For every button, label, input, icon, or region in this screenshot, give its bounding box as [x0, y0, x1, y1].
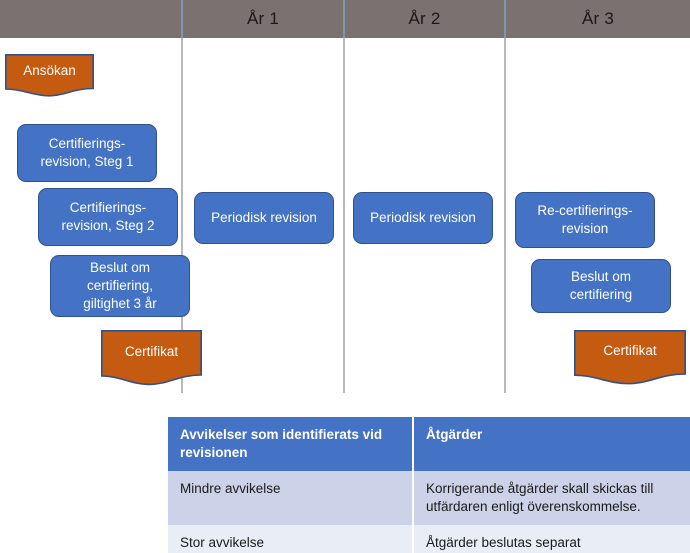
column-rule-2	[343, 38, 345, 393]
table-cell-deviation-major: Stor avvikelse	[166, 524, 414, 553]
step-3-line-2: certifiering,	[86, 278, 153, 294]
step-1-line-1: Certifierings-	[48, 136, 126, 152]
table-header-row: Avvikelser som identifierats vid revisio…	[166, 417, 690, 471]
year-3-audit-line-1: Re-certifierings-	[537, 203, 633, 219]
application-banner: Ansökan	[5, 54, 94, 97]
step-certification-audit-stage-2: Certifierings- revision, Steg 2	[38, 188, 178, 246]
year-3-decision-line-2: certifiering	[569, 287, 633, 302]
year-3-decision-text: Beslut om certifiering	[570, 268, 632, 304]
year-3-certification-decision: Beslut om certifiering	[531, 259, 671, 313]
deviations-table-head: Avvikelser som identifierats vid revisio…	[166, 417, 690, 471]
step-3-line-3: giltighet 3 år	[83, 295, 157, 311]
timeline-header-band	[0, 0, 690, 38]
year-3-audit-text: Re-certifierings- revision	[537, 202, 632, 238]
deviations-table-body: Mindre avvikelse Korrigerande åtgärder s…	[166, 470, 690, 553]
certificate-right-banner: Certifikat	[574, 330, 686, 385]
table-cell-action-minor: Korrigerande åtgärder skall skickas till…	[412, 470, 690, 525]
column-rule-3	[504, 38, 506, 393]
certificate-left-banner: Certifikat	[101, 330, 202, 386]
table-cell-action-major: Åtgärder beslutas separat	[412, 524, 690, 553]
header-col-ar-3: År 3	[582, 9, 614, 28]
step-1-line-2: revision, Steg 1	[40, 154, 134, 169]
column-rule-1	[181, 38, 183, 393]
year-3-audit-line-2: revision	[561, 221, 609, 236]
table-row: Mindre avvikelse Korrigerande åtgärder s…	[166, 470, 690, 525]
step-certification-decision-3-years: Beslut om certifiering, giltighet 3 år	[50, 255, 190, 317]
year-2-periodic-audit: Periodisk revision	[353, 192, 493, 244]
table-cell-deviation-minor: Mindre avvikelse	[166, 470, 414, 525]
step-2-text: Certifierings- revision, Steg 2	[61, 199, 154, 235]
header-col-prep	[0, 0, 181, 38]
header-separator-3	[504, 0, 506, 38]
year-2-periodic-audit-label: Periodisk revision	[370, 210, 476, 226]
step-1-text: Certifierings- revision, Steg 1	[40, 135, 133, 171]
year-1-periodic-audit-label: Periodisk revision	[211, 210, 317, 226]
header-col-ar-2: År 2	[408, 9, 441, 28]
table-header-actions: Åtgärder	[412, 417, 690, 471]
year-1-periodic-audit: Periodisk revision	[194, 192, 334, 244]
table-header-deviations: Avvikelser som identifierats vid revisio…	[166, 417, 414, 471]
header-separator-2	[343, 0, 345, 38]
header-separator-1	[181, 0, 183, 38]
year-3-recertification-audit: Re-certifierings- revision	[515, 192, 655, 248]
header-col-ar-1: År 1	[247, 9, 279, 28]
step-2-line-1: Certifierings-	[69, 200, 147, 216]
year-3-decision-line-1: Beslut om	[570, 269, 632, 285]
step-certification-audit-stage-1: Certifierings- revision, Steg 1	[17, 124, 157, 182]
deviations-table: Avvikelser som identifierats vid revisio…	[166, 417, 690, 553]
table-row: Stor avvikelse Åtgärder beslutas separat	[166, 524, 690, 553]
step-3-line-1: Beslut om	[89, 260, 150, 276]
step-2-line-2: revision, Steg 2	[61, 218, 155, 233]
step-3-text: Beslut om certifiering, giltighet 3 år	[83, 259, 157, 312]
